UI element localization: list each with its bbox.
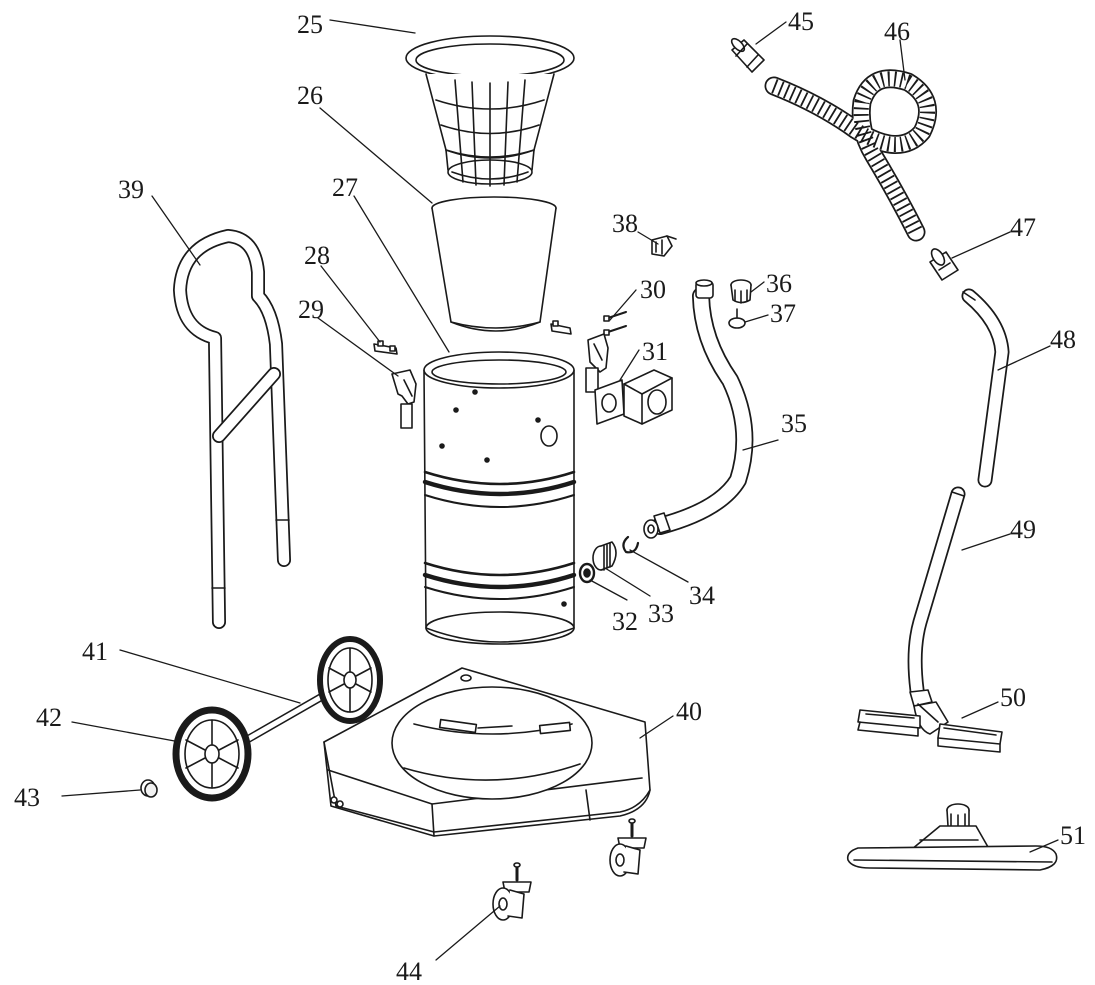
label-32: 32 bbox=[612, 607, 638, 636]
label-48: 48 bbox=[1050, 325, 1076, 354]
label-40: 40 bbox=[676, 697, 702, 726]
label-37: 37 bbox=[770, 299, 796, 328]
clip-28 bbox=[374, 341, 397, 354]
label-39: 39 bbox=[118, 175, 144, 204]
label-34: 34 bbox=[689, 581, 715, 610]
squeegee-tool-50 bbox=[858, 690, 1002, 752]
handle-39 bbox=[180, 236, 289, 622]
label-42: 42 bbox=[36, 703, 62, 732]
curved-wand-48 bbox=[963, 292, 1002, 480]
nut-32 bbox=[580, 564, 594, 582]
wheel-42 bbox=[176, 710, 248, 798]
axle-wheel-41 bbox=[222, 639, 380, 754]
label-41: 41 bbox=[82, 637, 108, 666]
label-29: 29 bbox=[298, 295, 324, 324]
coupler-47 bbox=[929, 247, 958, 280]
straight-wand-49 bbox=[915, 492, 964, 690]
spring-clip-34 bbox=[623, 537, 638, 552]
corrugated-hose-46 bbox=[774, 79, 928, 232]
label-49: 49 bbox=[1010, 515, 1036, 544]
casters-44 bbox=[493, 819, 646, 920]
label-31: 31 bbox=[642, 337, 668, 366]
label-47: 47 bbox=[1010, 213, 1036, 242]
clip-38 bbox=[652, 236, 676, 256]
tank-27 bbox=[424, 352, 574, 644]
hose-end-45 bbox=[730, 37, 764, 72]
latch-29 bbox=[392, 370, 416, 428]
ring-37 bbox=[729, 309, 745, 328]
label-45: 45 bbox=[788, 7, 814, 36]
label-43: 43 bbox=[14, 783, 40, 812]
switch-box-31 bbox=[595, 370, 672, 424]
filter-basket-25 bbox=[406, 36, 574, 186]
label-35: 35 bbox=[781, 409, 807, 438]
label-25: 25 bbox=[297, 10, 323, 39]
floor-nozzle-51 bbox=[848, 804, 1057, 870]
cap-nut-43 bbox=[141, 780, 157, 797]
inlet-33 bbox=[593, 542, 616, 570]
cap-36 bbox=[731, 280, 751, 303]
label-46: 46 bbox=[884, 17, 910, 46]
label-50: 50 bbox=[1000, 683, 1026, 712]
base-40 bbox=[324, 668, 650, 836]
label-28: 28 bbox=[304, 241, 330, 270]
label-44: 44 bbox=[396, 957, 422, 985]
label-30: 30 bbox=[640, 275, 666, 304]
label-27: 27 bbox=[332, 173, 358, 202]
screws-30 bbox=[551, 312, 626, 392]
leader-lines bbox=[61, 19, 1059, 961]
label-33: 33 bbox=[648, 599, 674, 628]
label-51: 51 bbox=[1060, 821, 1086, 850]
bent-hose-35 bbox=[644, 280, 744, 538]
label-38: 38 bbox=[612, 209, 638, 238]
label-26: 26 bbox=[297, 81, 323, 110]
label-36: 36 bbox=[766, 269, 792, 298]
filter-bag-26 bbox=[432, 197, 556, 331]
